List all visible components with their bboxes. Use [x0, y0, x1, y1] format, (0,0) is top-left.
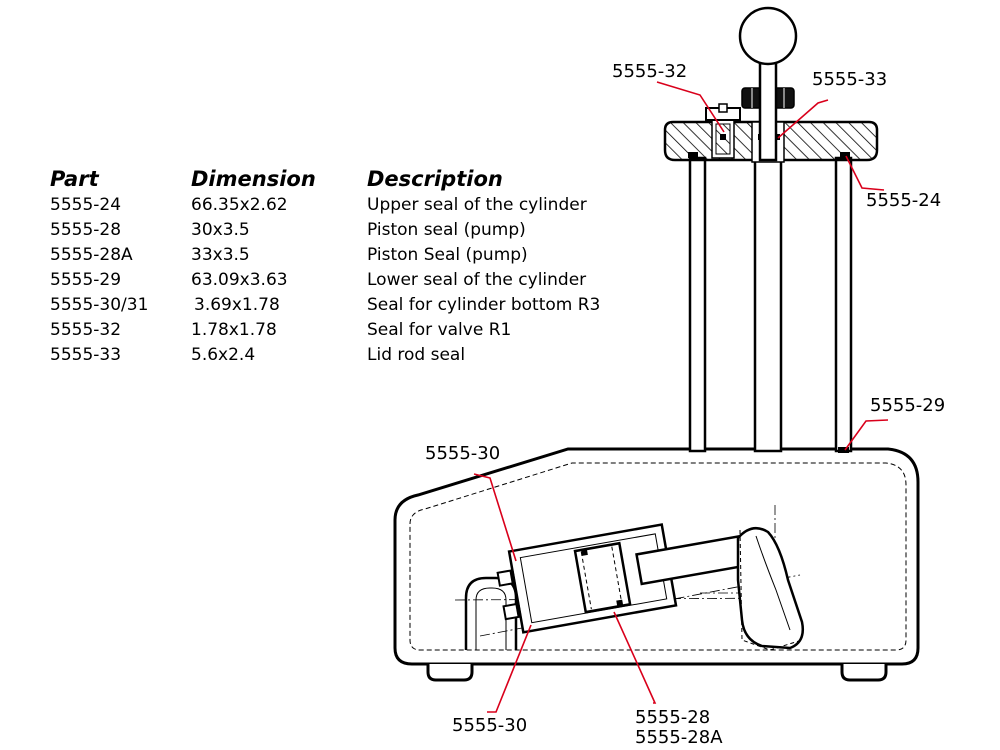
left-arch-inner [475, 587, 507, 650]
cell-description: Piston Seal (pump) [367, 245, 528, 265]
left-foot [426, 664, 474, 682]
header-part: Part [50, 167, 99, 191]
cell-dimension: 33x3.5 [191, 245, 250, 265]
leader-5555-33 [777, 99, 829, 139]
pump-lever [736, 526, 804, 651]
handle-rod [758, 48, 778, 162]
cell-part: 5555-30/31 [50, 295, 149, 315]
cell-part: 5555-32 [50, 320, 122, 340]
leader-5555-29 [844, 419, 889, 451]
callout-5555-30-lower: 5555-30 [452, 715, 528, 736]
leader-5555-30-lower [487, 624, 532, 713]
cell-description: Lower seal of the cylinder [367, 270, 587, 290]
callout-5555-33: 5555-33 [812, 69, 888, 90]
cell-dimension: 3.69x1.78 [194, 295, 280, 315]
lever-body [736, 526, 804, 650]
header-dimension: Dimension [191, 167, 316, 191]
leader-lines [473, 81, 889, 713]
callout-5555-29: 5555-29 [870, 395, 946, 416]
cell-dimension: 30x3.5 [191, 220, 250, 240]
callout-5555-30-upper: 5555-30 [425, 443, 501, 464]
cell-dimension: 1.78x1.78 [191, 320, 277, 340]
cell-dimension: 66.35x2.62 [191, 195, 288, 215]
right-column [834, 156, 853, 453]
cell-description: Seal for cylinder bottom R3 [367, 295, 601, 315]
upper-seal-right [840, 152, 850, 158]
lower-seal-marker [838, 447, 849, 453]
leader-5555-28 [613, 611, 657, 704]
pump-cylinder-assembly [496, 523, 752, 634]
cell-description: Lid rod seal [367, 345, 466, 365]
center-rod-tube [753, 158, 783, 453]
right-foot [840, 664, 888, 682]
handle-ball-knob [738, 6, 798, 66]
lever-ridge [755, 535, 791, 631]
handle-assembly [738, 6, 798, 162]
cell-dimension: 63.09x3.63 [191, 270, 288, 290]
cell-description: Piston seal (pump) [367, 220, 526, 240]
cell-part: 5555-24 [50, 195, 122, 215]
leader-5555-30-upper [473, 473, 517, 562]
callout-5555-24: 5555-24 [866, 190, 942, 211]
header-description: Description [367, 167, 503, 191]
upper-seal-left [688, 152, 698, 158]
base-inner-dashed [409, 462, 907, 651]
callout-5555-32: 5555-32 [612, 61, 688, 82]
cell-description: Upper seal of the cylinder [367, 195, 587, 215]
leader-5555-24 [845, 155, 885, 191]
leader-5555-32 [656, 81, 725, 133]
cylinder-columns [688, 156, 853, 453]
cell-part: 5555-33 [50, 345, 122, 365]
piston-seal-front [580, 548, 588, 556]
cell-part: 5555-28A [50, 245, 133, 265]
callout-5555-28: 5555-28 [635, 707, 711, 728]
cell-dimension: 5.6x2.4 [191, 345, 256, 365]
left-column [688, 156, 707, 453]
piston-seal-rear [616, 599, 624, 607]
cell-description: Seal for valve R1 [367, 320, 512, 340]
cell-part: 5555-29 [50, 270, 122, 290]
callout-5555-28A: 5555-28A [635, 727, 723, 748]
cell-part: 5555-28 [50, 220, 122, 240]
lever-dashed-guide [739, 529, 803, 651]
